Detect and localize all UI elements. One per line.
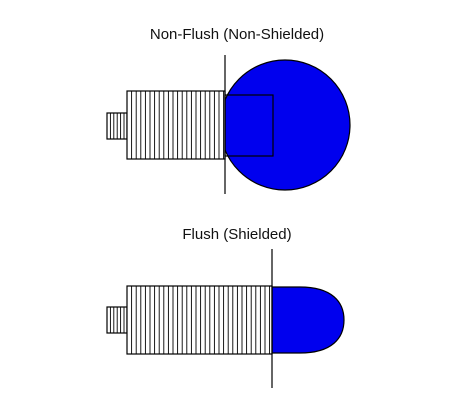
flush-title: Flush (Shielded) xyxy=(182,226,292,243)
non-flush-connector-threads xyxy=(109,113,125,139)
flush-sensor xyxy=(106,249,345,388)
non-flush-title: Non-Flush (Non-Shielded) xyxy=(149,26,325,43)
non-flush-body-threads xyxy=(131,91,225,159)
flush-connector-threads xyxy=(109,307,125,333)
flush-sensing-field xyxy=(271,286,345,354)
non-flush-sensor xyxy=(106,55,351,194)
flush-body-threads xyxy=(131,286,271,354)
non-flush-sensing-field xyxy=(219,59,351,191)
flush-threaded-body xyxy=(126,285,273,355)
non-flush-threaded-body xyxy=(126,90,226,160)
